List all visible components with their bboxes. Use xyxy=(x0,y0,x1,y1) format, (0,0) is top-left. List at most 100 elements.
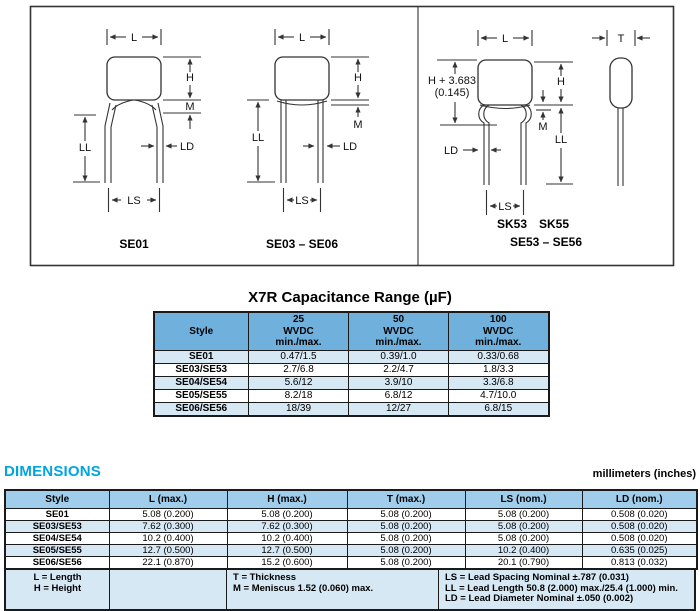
col-header-style: Style xyxy=(153,311,249,351)
cell-100wvdc: 0.33/0.68 xyxy=(448,350,549,364)
col-header-ls-nom: LS (nom.) xyxy=(464,489,583,509)
cell-t: 5.08 (0.200) xyxy=(346,544,466,557)
dimensions-legend-row: L = Length H = Height T = Thickness M = … xyxy=(4,568,696,611)
range-25: min./max. xyxy=(275,337,322,349)
row-style: SE03/SE53 xyxy=(4,520,110,533)
datasheet-page: L H M LL xyxy=(4,5,698,611)
se03-dim-LS: LS xyxy=(282,188,322,212)
col-header-25wvdc: 25 WVDC min./max. xyxy=(248,311,349,351)
side-dim-T: T xyxy=(592,30,650,46)
se03-label-H: H xyxy=(354,72,362,84)
se01-label-LS: LS xyxy=(127,195,140,207)
cell-25wvdc: 8.2/18 xyxy=(248,389,349,403)
unit-100: WVDC xyxy=(482,325,514,337)
col-header-t-max: T (max.) xyxy=(346,489,466,509)
cell-100wvdc: 1.8/3.3 xyxy=(448,363,549,377)
cell-25wvdc: 5.6/12 xyxy=(248,376,349,390)
se03-dim-L: L xyxy=(274,29,330,45)
cell-ls: 10.2 (0.400) xyxy=(464,544,583,557)
col-header-100wvdc: 100 WVDC min./max. xyxy=(448,311,549,351)
capacitor-outline-drawings: L H M LL xyxy=(29,5,675,267)
cell-100wvdc: 6.8/15 xyxy=(448,402,549,417)
se01-dim-LL: LL xyxy=(73,114,100,183)
se53-dim-H: H xyxy=(534,61,573,106)
cell-t: 5.08 (0.200) xyxy=(346,520,466,533)
cell-50wvdc: 0.39/1.0 xyxy=(348,350,449,364)
dimensions-table: Style L (max.) H (max.) T (max.) LS (nom… xyxy=(4,489,698,570)
se01-leads xyxy=(104,102,164,183)
se01-body xyxy=(106,56,162,101)
col-header-ld-nom: LD (nom.) xyxy=(581,489,698,509)
cell-ls: 5.08 (0.200) xyxy=(464,532,583,545)
legend-h: H = Height xyxy=(33,582,82,594)
cell-100wvdc: 3.3/6.8 xyxy=(448,376,549,390)
cell-ld: 0.508 (0.020) xyxy=(581,508,698,521)
legend-spacer-cell xyxy=(109,570,226,609)
se01-label-H: H xyxy=(186,72,194,84)
row-style: SE03/SE53 xyxy=(153,363,249,377)
cell-l: 10.2 (0.400) xyxy=(108,532,228,545)
cell-ls: 5.08 (0.200) xyxy=(464,520,583,533)
se53-label-L: L xyxy=(502,33,508,45)
voltage-100: 100 xyxy=(489,314,507,326)
cell-ld: 0.508 (0.020) xyxy=(581,532,698,545)
se03-meniscus xyxy=(276,100,328,106)
unit-25: WVDC xyxy=(283,325,314,337)
col-header-style: Style xyxy=(4,489,110,509)
se53-label-LL: LL xyxy=(555,134,567,146)
capacitance-header-row: Style 25 WVDC min./max. 50 WVDC min./max… xyxy=(153,311,549,351)
side-body xyxy=(609,57,633,109)
se01-meniscus xyxy=(111,99,157,111)
se53-height-note-line2: (0.145) xyxy=(435,87,470,99)
se01-label-LL: LL xyxy=(79,142,91,154)
legend-lead-notes: LS = Lead Spacing Nominal ±.787 (0.031) … xyxy=(438,570,694,609)
row-style: SE05/SE55 xyxy=(153,389,249,403)
cell-25wvdc: 2.7/6.8 xyxy=(248,363,349,377)
se53-dim-H-plus: H + 3.683 (0.145) xyxy=(428,59,497,126)
unit-50: WVDC xyxy=(383,325,414,337)
row-style: SE04/SE54 xyxy=(4,532,110,545)
cell-l: 7.62 (0.300) xyxy=(108,520,228,533)
se01-label-LD: LD xyxy=(180,141,194,153)
legend-thickness-meniscus: T = Thickness M = Meniscus 1.52 (0.060) … xyxy=(226,570,438,609)
col-header-50wvdc: 50 WVDC min./max. xyxy=(348,311,449,351)
se01-dim-LS: LS xyxy=(107,188,161,212)
cell-25wvdc: 0.47/1.5 xyxy=(248,350,349,364)
se01-drawing: L H M LL xyxy=(73,29,201,251)
col-header-h-max: H (max.) xyxy=(226,489,348,509)
cell-h: 10.2 (0.400) xyxy=(226,532,348,545)
se03-se06-caption: SE03 – SE06 xyxy=(266,237,338,251)
se03-label-LL: LL xyxy=(252,132,264,144)
capacitance-range-section: X7R Capacitance Range (µF) Style 25 WVDC… xyxy=(152,289,550,417)
cell-h: 12.7 (0.500) xyxy=(226,544,348,557)
cell-50wvdc: 6.8/12 xyxy=(348,389,449,403)
table-row: SE01 5.08 (0.200) 5.08 (0.200) 5.08 (0.2… xyxy=(4,508,698,521)
se03-dim-LD: LD xyxy=(303,141,357,153)
sk53-sk55-caption: SK53 SK55 xyxy=(497,217,569,231)
se03-dim-LL: LL xyxy=(247,99,275,183)
legend-ls: LS = Lead Spacing Nominal ±.787 (0.031) xyxy=(445,572,629,583)
table-row: SE05/SE55 12.7 (0.500) 12.7 (0.500) 5.08… xyxy=(4,544,698,557)
se03-body xyxy=(274,56,330,101)
se53-side-view: T xyxy=(592,30,650,186)
diagram-border-box xyxy=(29,5,675,267)
cell-h: 5.08 (0.200) xyxy=(226,508,348,521)
cell-100wvdc: 4.7/10.0 xyxy=(448,389,549,403)
cell-l: 5.08 (0.200) xyxy=(108,508,228,521)
legend-length-height: L = Length H = Height xyxy=(6,570,109,609)
cell-l: 12.7 (0.500) xyxy=(108,544,228,557)
cell-50wvdc: 2.2/4.7 xyxy=(348,363,449,377)
se03-dim-M: M xyxy=(353,106,363,131)
se53-meniscus xyxy=(479,104,531,110)
voltage-50: 50 xyxy=(392,314,405,326)
se53-height-note-line1: H + 3.683 xyxy=(428,75,476,87)
cell-ld: 0.635 (0.025) xyxy=(581,544,698,557)
se01-dim-L: L xyxy=(106,29,162,45)
se03-label-M: M xyxy=(353,119,362,131)
se03-label-LD: LD xyxy=(343,141,357,153)
se53-label-M: M xyxy=(538,121,547,133)
se53-label-LS: LS xyxy=(498,201,511,213)
range-50: min./max. xyxy=(375,337,422,349)
se01-label-L: L xyxy=(131,32,137,44)
row-style: SE05/SE55 xyxy=(4,544,110,557)
